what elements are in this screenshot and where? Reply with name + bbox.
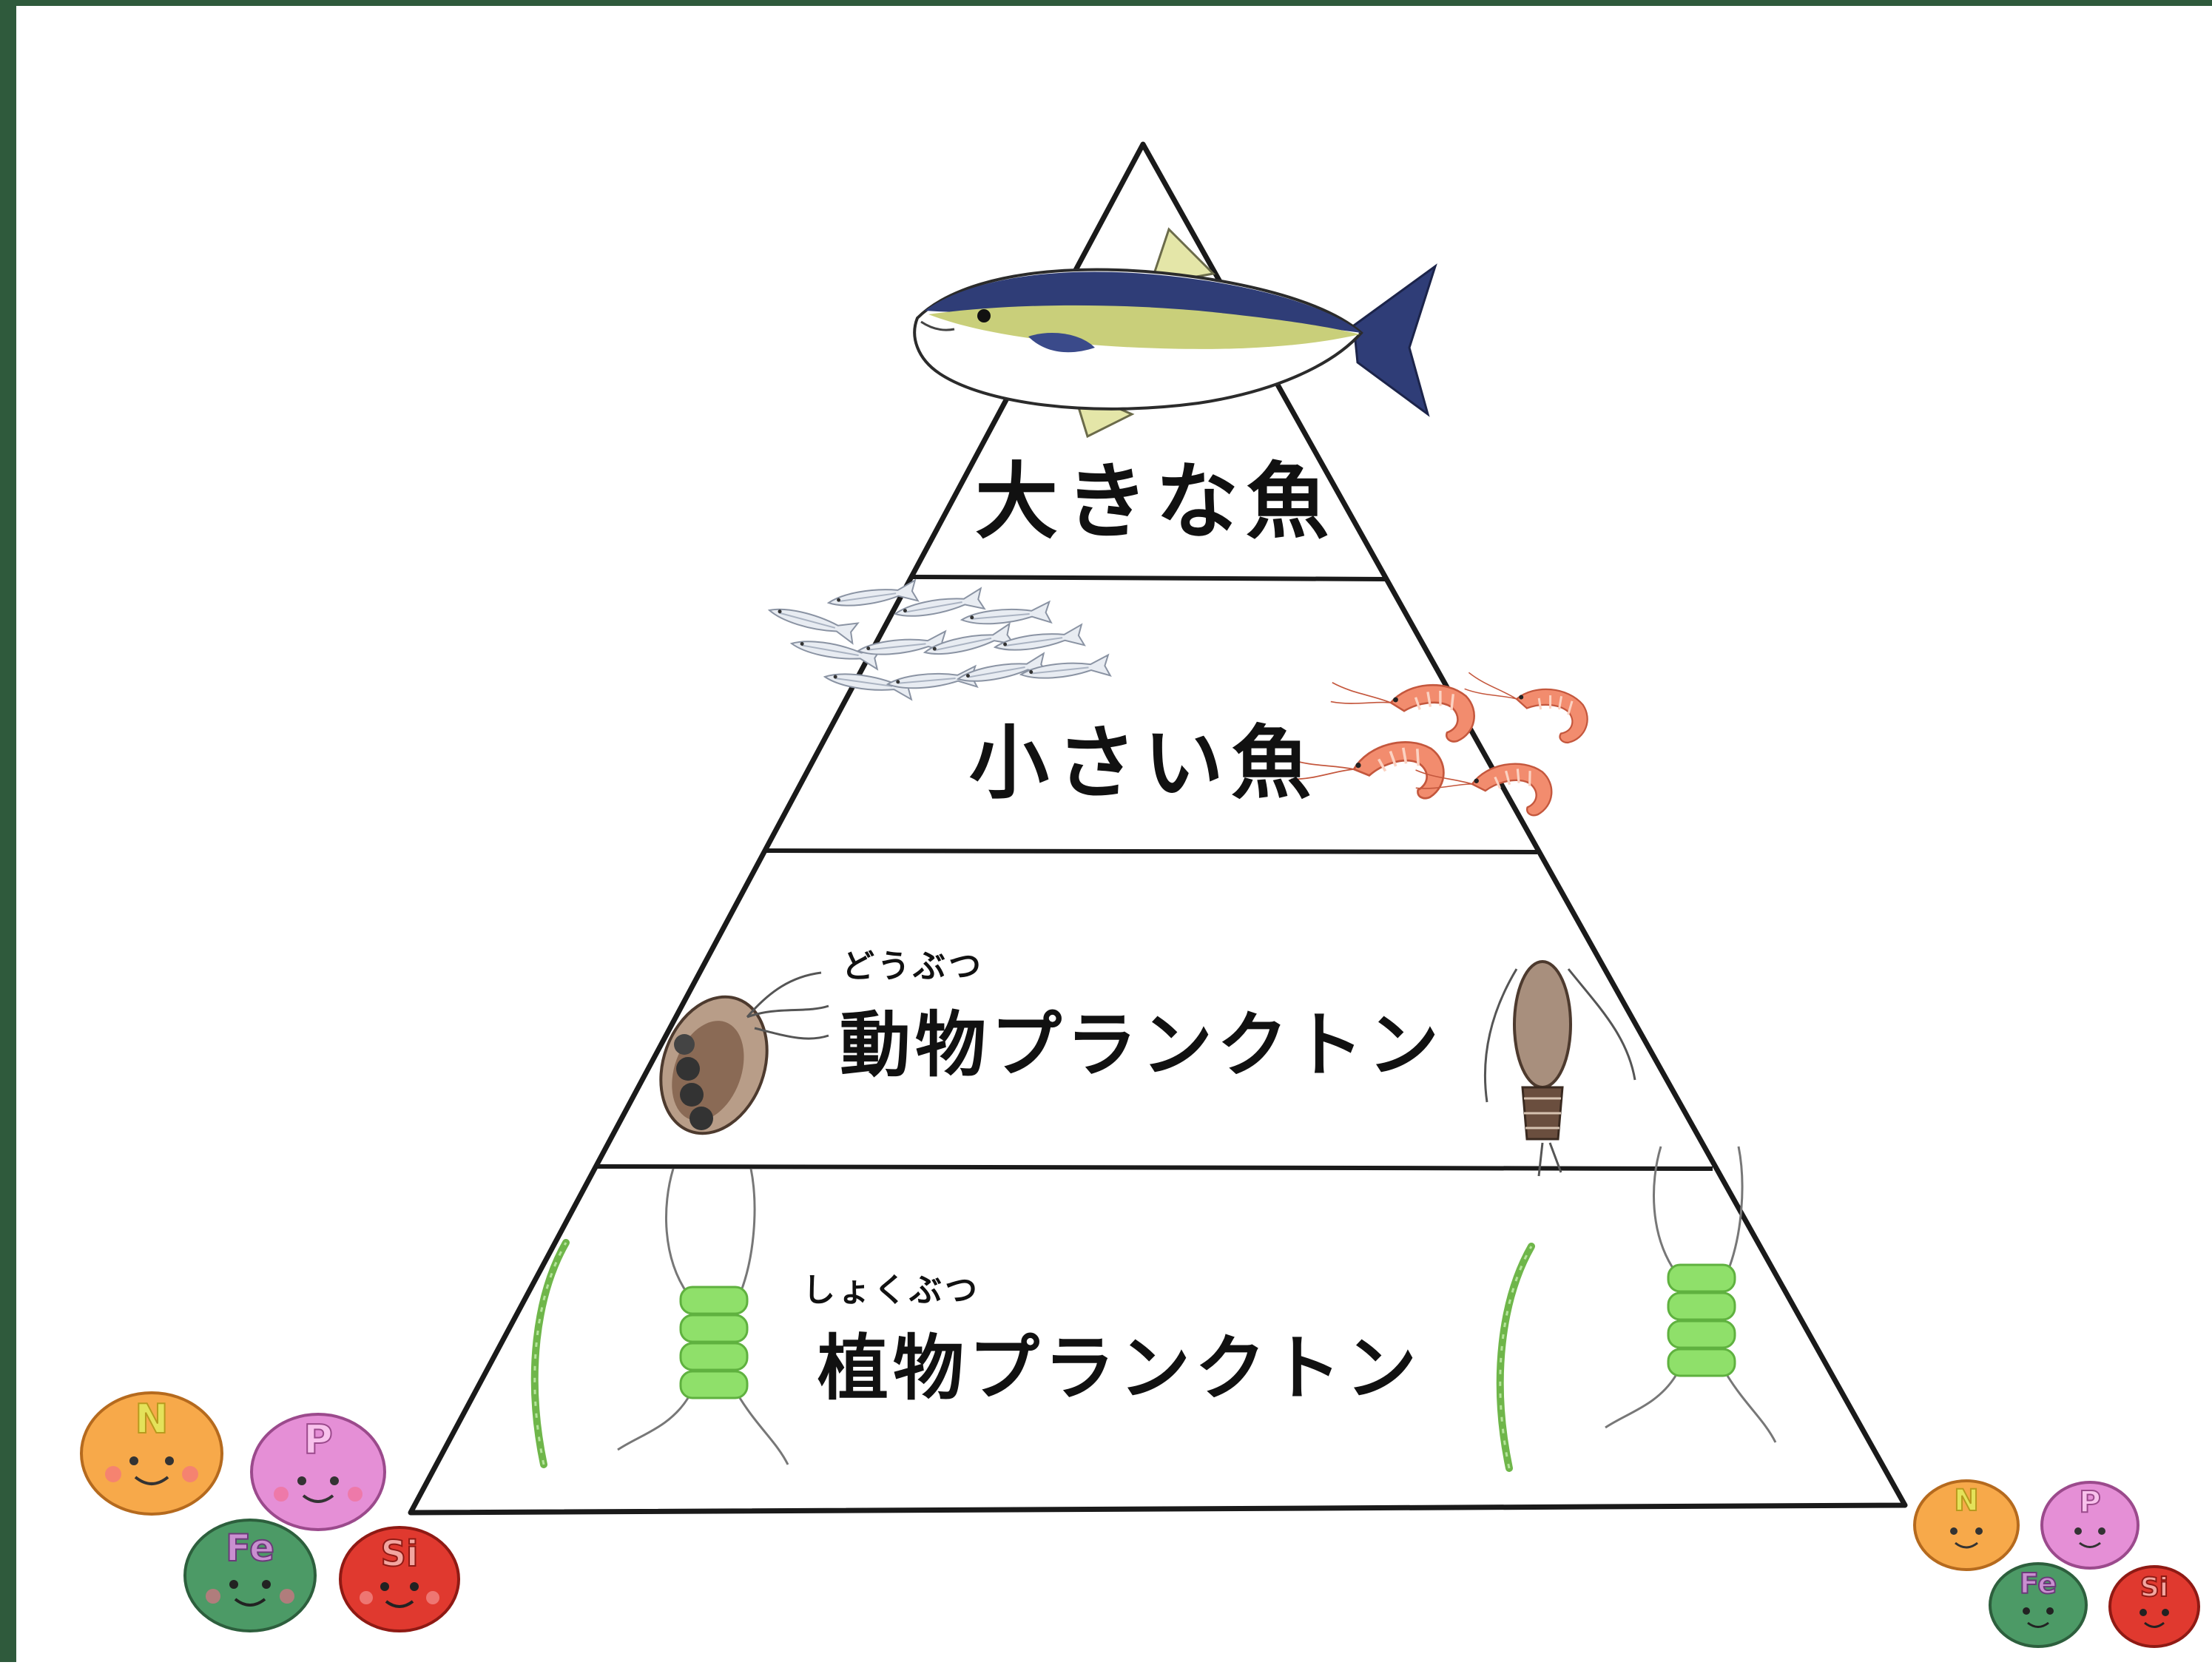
svg-text:Fe: Fe	[2020, 1567, 2057, 1600]
water-flea-icon	[659, 971, 829, 1135]
level-label-phytoplankton: 植物プランクトン	[817, 1327, 1421, 1410]
svg-text:P: P	[303, 1416, 333, 1463]
nutrient-ball-icon: N	[80, 1391, 223, 1516]
yellowtail-fish-icon	[913, 227, 1437, 439]
nutrient-ball-icon: Si	[2108, 1565, 2200, 1648]
svg-text:Si: Si	[380, 1533, 418, 1575]
ruby-phytoplankton: しょくぶつ	[803, 1271, 980, 1309]
svg-text:Fe: Fe	[226, 1527, 274, 1570]
nutrient-ball-icon: Fe	[183, 1519, 317, 1632]
nutrient-ball-icon: Si	[339, 1526, 460, 1632]
nutrient-ball-icon: P	[2040, 1481, 2139, 1570]
nutrient-balls-right: N P Fe Si	[1913, 1479, 2200, 1648]
svg-text:N: N	[1954, 1484, 1978, 1518]
nutrient-ball-icon: N	[1913, 1479, 2020, 1571]
nutrient-ball-icon: Fe	[1989, 1562, 2088, 1648]
svg-text:Si: Si	[2140, 1573, 2168, 1603]
nutrient-balls-left: N P Fe Si	[80, 1391, 460, 1632]
divider-1	[912, 575, 1386, 581]
nutrient-ball-icon: P	[250, 1413, 386, 1531]
divider-2	[765, 848, 1538, 854]
divider-3	[596, 1164, 1713, 1171]
frame-left-edge	[0, 0, 16, 1662]
level-label-large-fish: 大きな魚	[975, 454, 1336, 550]
level-label-zooplankton: 動物プランクトン	[840, 1004, 1443, 1087]
ruby-zooplankton: どうぶつ	[842, 948, 984, 985]
copepod-icon	[1483, 960, 1636, 1177]
level-label-small-fish: 小さい魚	[969, 717, 1319, 810]
svg-text:N: N	[135, 1396, 168, 1442]
svg-text:P: P	[2079, 1485, 2100, 1519]
frame-top-edge	[0, 0, 2212, 6]
